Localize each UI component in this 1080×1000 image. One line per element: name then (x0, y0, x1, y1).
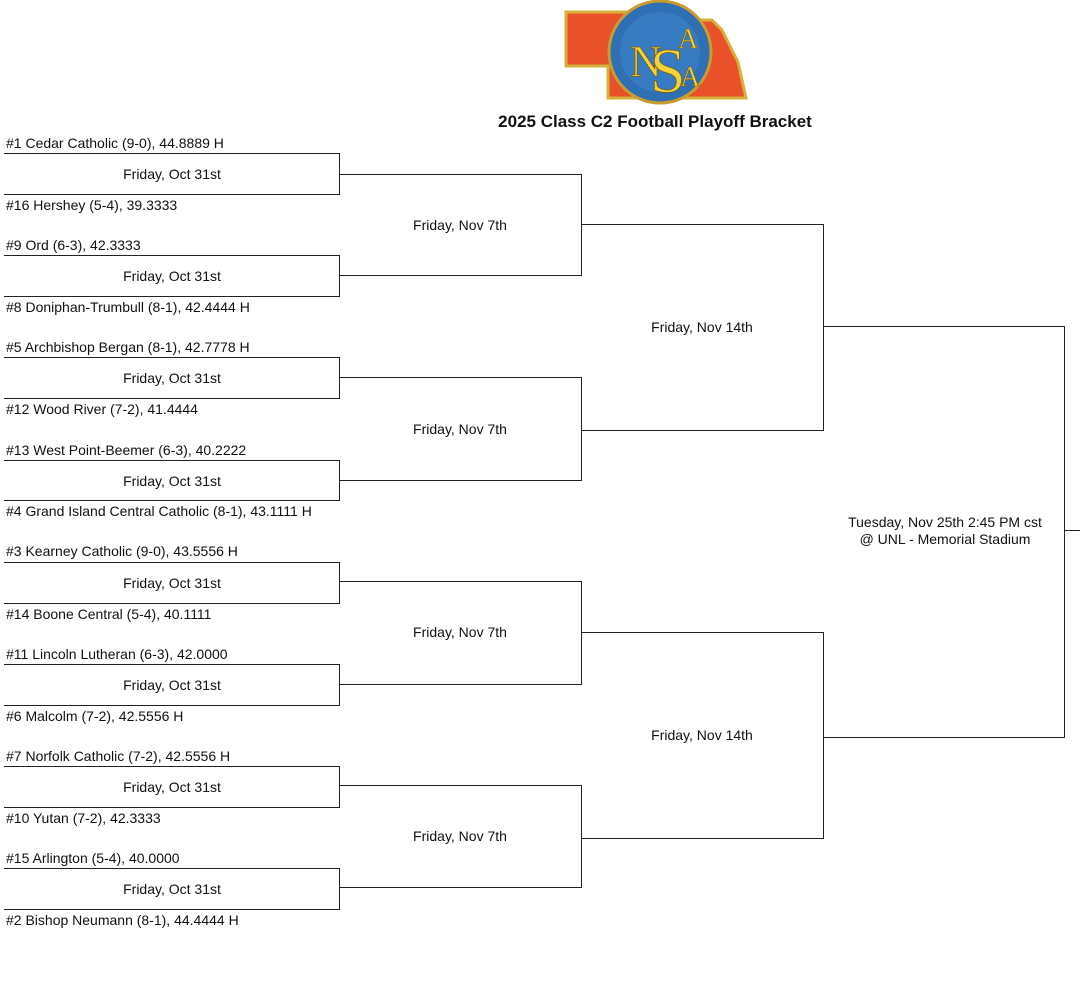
r1-to-r2-line (339, 785, 582, 786)
team-seed-13: #13 West Point-Beemer (6-3), 40.2222 (6, 442, 247, 458)
r2-date: Friday, Nov 7th (413, 828, 507, 844)
team-seed-1: #1 Cedar Catholic (9-0), 44.8889 H (6, 135, 224, 151)
team-seed-10: #10 Yutan (7-2), 42.3333 (6, 810, 161, 826)
r1-to-r2-line (339, 887, 582, 888)
final-connector (1064, 326, 1065, 738)
team-seed-15: #15 Arlington (5-4), 40.0000 (6, 850, 180, 866)
r1-to-r2-line (339, 480, 582, 481)
championship-venue: @ UNL - Memorial Stadium (859, 531, 1031, 547)
seal-inner (620, 12, 700, 92)
r1-date: Friday, Oct 31st (123, 575, 221, 591)
r3-connector (823, 224, 824, 431)
r1-connector (339, 766, 340, 808)
r2-to-r3-line (581, 838, 824, 839)
r1-connector (339, 868, 340, 910)
team-seed-2: #2 Bishop Neumann (8-1), 44.4444 H (6, 912, 239, 928)
r2-to-r3-line (581, 224, 824, 225)
r3-to-final-line (823, 326, 1065, 327)
team-seed-14: #14 Boone Central (5-4), 40.1111 (6, 606, 212, 622)
r1-line-bottom (4, 807, 340, 808)
team-seed-16: #16 Hershey (5-4), 39.3333 (6, 197, 178, 213)
r1-to-r2-line (339, 174, 582, 175)
r2-connector (581, 377, 582, 481)
r1-to-r2-line (339, 275, 582, 276)
r1-date: Friday, Oct 31st (123, 370, 221, 386)
r1-line-bottom (4, 194, 340, 195)
r2-date: Friday, Nov 7th (413, 217, 507, 233)
r1-connector (339, 255, 340, 297)
r2-date: Friday, Nov 7th (413, 624, 507, 640)
team-seed-12: #12 Wood River (7-2), 41.4444 (6, 401, 198, 417)
team-seed-3: #3 Kearney Catholic (9-0), 43.5556 H (6, 543, 238, 559)
r1-connector (339, 357, 340, 399)
team-seed-8: #8 Doniphan-Trumbull (8-1), 42.4444 H (6, 299, 250, 315)
team-seed-6: #6 Malcolm (7-2), 42.5556 H (6, 708, 184, 724)
r1-line-top (4, 357, 340, 358)
team-seed-7: #7 Norfolk Catholic (7-2), 42.5556 H (6, 748, 231, 764)
r1-line-top (4, 766, 340, 767)
r1-line-bottom (4, 603, 340, 604)
r1-date: Friday, Oct 31st (123, 268, 221, 284)
r1-line-top (4, 562, 340, 563)
championship-date: Tuesday, Nov 25th 2:45 PM cst (848, 514, 1042, 530)
championship-info: Tuesday, Nov 25th 2:45 PM cst @ UNL - Me… (830, 514, 1060, 548)
r2-to-r3-line (581, 632, 824, 633)
team-seed-4: #4 Grand Island Central Catholic (8-1), … (6, 503, 312, 519)
r1-to-r2-line (339, 684, 582, 685)
r1-date: Friday, Oct 31st (123, 779, 221, 795)
r1-line-top (4, 255, 340, 256)
r2-connector (581, 174, 582, 276)
logo-letter-s: S (650, 35, 686, 106)
r1-line-top (4, 153, 340, 154)
logo-letter-a2: A (680, 62, 701, 93)
r3-connector (823, 632, 824, 839)
r1-line-top (4, 664, 340, 665)
r1-date: Friday, Oct 31st (123, 166, 221, 182)
r3-date: Friday, Nov 14th (651, 727, 753, 743)
r1-to-r2-line (339, 581, 582, 582)
r1-line-bottom (4, 500, 340, 501)
r2-connector (581, 581, 582, 685)
r2-connector (581, 785, 582, 888)
team-seed-9: #9 Ord (6-3), 42.3333 (6, 237, 141, 253)
r1-line-top (4, 868, 340, 869)
r1-connector (339, 664, 340, 706)
r1-line-top (4, 460, 340, 461)
r2-to-r3-line (581, 430, 824, 431)
r1-to-r2-line (339, 377, 582, 378)
r1-connector (339, 562, 340, 604)
r2-date: Friday, Nov 7th (413, 421, 507, 437)
team-seed-5: #5 Archbishop Bergan (8-1), 42.7778 H (6, 339, 250, 355)
team-seed-11: #11 Lincoln Lutheran (6-3), 42.0000 (6, 646, 228, 662)
r1-date: Friday, Oct 31st (123, 881, 221, 897)
logo-letter-a1: A (678, 24, 699, 55)
bracket-title: 2025 Class C2 Football Playoff Bracket (498, 112, 812, 131)
r1-line-bottom (4, 296, 340, 297)
championship-line (1064, 530, 1080, 531)
r1-date: Friday, Oct 31st (123, 677, 221, 693)
logo-letter-n: N (630, 37, 662, 86)
r1-line-bottom (4, 909, 340, 910)
r1-line-bottom (4, 398, 340, 399)
r1-line-bottom (4, 705, 340, 706)
r3-to-final-line (823, 737, 1065, 738)
r3-date: Friday, Nov 14th (651, 319, 753, 335)
nsaa-logo: N S A A (564, 0, 748, 106)
r1-date: Friday, Oct 31st (123, 473, 221, 489)
